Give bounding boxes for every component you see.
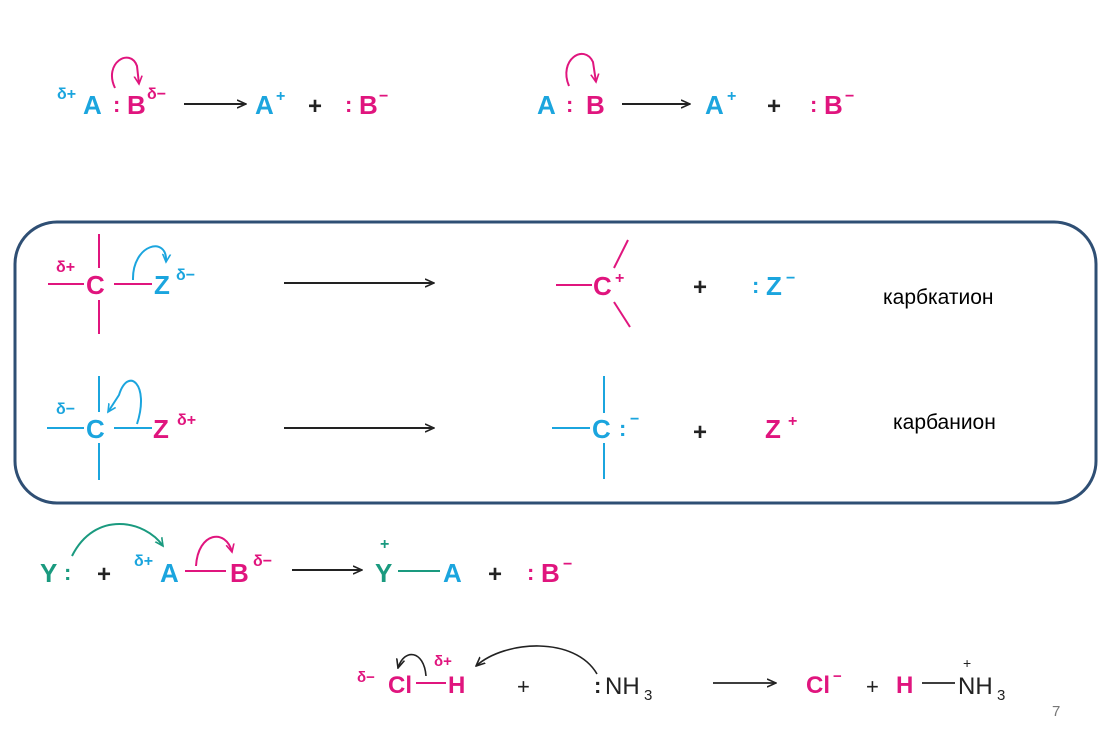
product-anion-b: B xyxy=(541,558,560,588)
z-cation: Z xyxy=(765,414,781,444)
ammonium-subscript: 3 xyxy=(997,687,1005,704)
plus-sign: + xyxy=(308,93,322,120)
lone-pair-dots: : xyxy=(64,560,71,585)
z-anion: Z xyxy=(766,271,782,301)
ammonia-subscript: 3 xyxy=(644,687,652,704)
lone-pair-dots: : xyxy=(527,560,534,585)
row1-right-equation: A : B A + + : B − xyxy=(537,53,854,120)
atom-a: A xyxy=(537,90,556,120)
z-atom: Z xyxy=(154,270,170,300)
carbon-atom: C xyxy=(86,270,105,300)
carbocation-label: карбкатион xyxy=(883,286,994,309)
plus-sign: + xyxy=(517,674,530,699)
nucleophilic-attack-arrow xyxy=(476,645,598,675)
delta-plus-label: δ+ xyxy=(134,553,153,570)
page-number: 7 xyxy=(1052,703,1060,720)
lone-pair-dots: : xyxy=(619,416,626,441)
hydrogen-atom: H xyxy=(448,672,465,699)
delta-plus-label: δ+ xyxy=(177,412,196,429)
curved-electron-arrow xyxy=(131,245,166,281)
curved-electron-arrow xyxy=(398,653,427,677)
product-hydrogen: H xyxy=(896,672,913,699)
anion-charge: − xyxy=(786,270,795,287)
atom-a: A xyxy=(83,90,102,120)
atom-a: A xyxy=(160,558,179,588)
product-cation-a: A xyxy=(255,90,274,120)
bond-upper-right xyxy=(613,239,629,269)
curved-electron-arrow xyxy=(565,53,596,87)
anion-charge: − xyxy=(833,668,842,685)
chlorine-atom: Cl xyxy=(388,672,412,699)
carbocation-equation: δ+ C Z δ− C + + : Z − карбкатион xyxy=(48,234,994,334)
ammonium-charge: + xyxy=(963,655,971,671)
lone-pair-dots: : xyxy=(810,92,817,117)
nucleophile-equation: Y : + δ+ A B δ− + Y A + : B − xyxy=(40,523,572,588)
carbanion-c: C xyxy=(592,414,611,444)
atom-b: B xyxy=(230,558,249,588)
atom-b: B xyxy=(127,90,146,120)
cation-charge: + xyxy=(727,88,736,105)
delta-minus-label: δ− xyxy=(56,401,75,418)
delta-minus-label: δ− xyxy=(176,267,195,284)
curved-electron-arrow xyxy=(195,535,232,567)
plus-sign: + xyxy=(693,419,707,446)
plus-sign: + xyxy=(866,674,879,699)
carbanion-label: карбанион xyxy=(893,411,996,434)
delta-plus-label: δ+ xyxy=(57,86,76,103)
z-atom: Z xyxy=(153,414,169,444)
hcl-ammonia-equation: δ− Cl δ+ H + : NH 3 Cl − + H + NH 3 xyxy=(357,645,1005,704)
electron-pair-dots: : xyxy=(566,92,573,117)
product-y: Y xyxy=(375,558,392,588)
product-cation-a: A xyxy=(705,90,724,120)
lone-pair-dots: : xyxy=(752,273,759,298)
product-anion-b: B xyxy=(824,90,843,120)
carbocation-c: C xyxy=(593,271,612,301)
ammonium-nh: NH xyxy=(958,673,993,700)
atom-b: B xyxy=(586,90,605,120)
row1-left-equation: δ+ A : B δ− A + + : B − xyxy=(57,56,388,120)
electron-pair-dots: : xyxy=(113,92,120,117)
delta-minus-label: δ− xyxy=(357,669,375,686)
anion-charge: − xyxy=(563,556,572,573)
anion-charge: − xyxy=(379,88,388,105)
lone-pair-dots: : xyxy=(345,92,352,117)
plus-sign: + xyxy=(488,561,502,588)
carbon-atom: C xyxy=(86,414,105,444)
chloride-ion: Cl xyxy=(806,672,830,699)
plus-sign: + xyxy=(97,561,111,588)
delta-plus-label: δ+ xyxy=(434,653,452,670)
delta-plus-label: δ+ xyxy=(56,259,75,276)
lone-pair-dots: : xyxy=(594,673,601,698)
product-anion-b: B xyxy=(359,90,378,120)
nucleophile-y: Y xyxy=(40,558,57,588)
cation-charge: + xyxy=(276,88,285,105)
cation-charge: + xyxy=(788,413,797,430)
curved-electron-arrow xyxy=(108,379,142,425)
nucleophilic-attack-arrow xyxy=(71,523,163,557)
highlight-box xyxy=(13,220,1098,505)
product-a: A xyxy=(443,558,462,588)
y-charge: + xyxy=(380,536,389,553)
delta-minus-label: δ− xyxy=(253,553,272,570)
delta-minus-label: δ− xyxy=(147,86,166,103)
ammonia-nh: NH xyxy=(605,673,640,700)
carbanion-equation: δ− C Z δ+ C : − + Z + карбанион xyxy=(47,376,996,480)
curved-electron-arrow xyxy=(111,56,139,89)
cation-charge: + xyxy=(615,270,624,287)
bond-lower-right xyxy=(613,301,631,328)
plus-sign: + xyxy=(693,274,707,301)
plus-sign: + xyxy=(767,93,781,120)
anion-charge: − xyxy=(630,411,639,428)
anion-charge: − xyxy=(845,88,854,105)
